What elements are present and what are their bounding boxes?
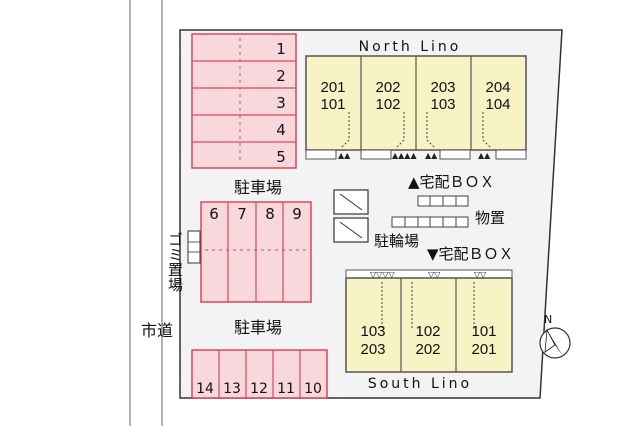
unit-lower-number: 104 [485,96,510,113]
parking-space-label: 4 [276,121,286,139]
unit-upper-number: 201 [320,79,345,96]
unit-upper-number: 204 [485,79,510,96]
delivery-box-north-label: ▲宅配ＢＯＸ [408,173,495,191]
storage-label: 物置 [475,209,505,227]
parking-space-label: 13 [223,381,241,397]
compass-north-label: N [544,313,552,326]
parking-space-label: 8 [265,205,275,223]
parking-space-label: 12 [250,381,268,397]
parking-top-area [191,33,297,169]
svg-text:▲▲: ▲▲ [478,151,491,160]
south-building: ▽▽▽▽ ▽▽ ▽▽ 103 203 102 202 101 201 South… [345,269,513,392]
parking-space-label: 6 [209,205,219,223]
parking-lower-label: 駐車場 [234,318,282,337]
unit-lower-number: 102 [375,96,400,113]
unit-lower-number: 103 [430,96,455,113]
parking-bottom-area [191,349,328,399]
unit-lower-number: 203 [360,341,385,358]
unit-upper-number: 203 [430,79,455,96]
svg-text:▽▽: ▽▽ [428,270,441,279]
storage-units [391,195,469,228]
parking-space-label: 2 [276,67,286,85]
parking-space-label: 7 [237,205,247,223]
svg-text:▽▽▽▽: ▽▽▽▽ [370,270,395,279]
svg-text:▽▽: ▽▽ [474,270,487,279]
unit-upper-number: 103 [360,323,385,340]
parking-space-label: 14 [196,381,214,397]
parking-upper-label: 駐車場 [234,178,282,197]
delivery-box-south-label: ▼宅配ＢＯＸ [427,245,514,263]
parking-top: 1 2 3 4 5 [191,33,297,169]
compass: N [539,313,571,359]
parking-space-label: 1 [276,40,286,58]
bicycle-parking [333,189,369,243]
unit-upper-number: 202 [375,79,400,96]
garbage-area-label: ゴミ置場 [166,232,184,292]
parking-space-label: 3 [276,94,286,112]
unit-upper-number: 101 [471,323,496,340]
unit-lower-number: 201 [471,341,496,358]
garbage-box [187,230,201,264]
parking-middle: 6 7 8 9 [200,201,312,303]
parking-space-label: 9 [292,205,302,223]
parking-space-label: 10 [304,381,322,397]
north-building-name: North Lino [359,39,462,55]
parking-space-label: 5 [276,148,286,166]
north-building: North Lino 201 101 202 102 203 103 204 1… [305,39,527,160]
garbage-area: ゴミ置場 [166,230,201,292]
unit-lower-number: 202 [415,341,440,358]
south-building-name: South Lino [368,376,472,392]
parking-space-label: 11 [277,381,295,397]
unit-upper-number: 102 [415,323,440,340]
city-road-label: 市道 [141,321,173,340]
bicycle-parking-label: 駐輪場 [374,232,419,250]
parking-bottom: 14 13 12 11 10 [191,349,328,399]
svg-text:▲▲: ▲▲ [425,151,438,160]
unit-lower-number: 101 [320,96,345,113]
svg-text:▲▲: ▲▲ [338,151,351,160]
south-building-body [345,277,513,373]
svg-text:▲▲▲▲: ▲▲▲▲ [392,151,417,160]
